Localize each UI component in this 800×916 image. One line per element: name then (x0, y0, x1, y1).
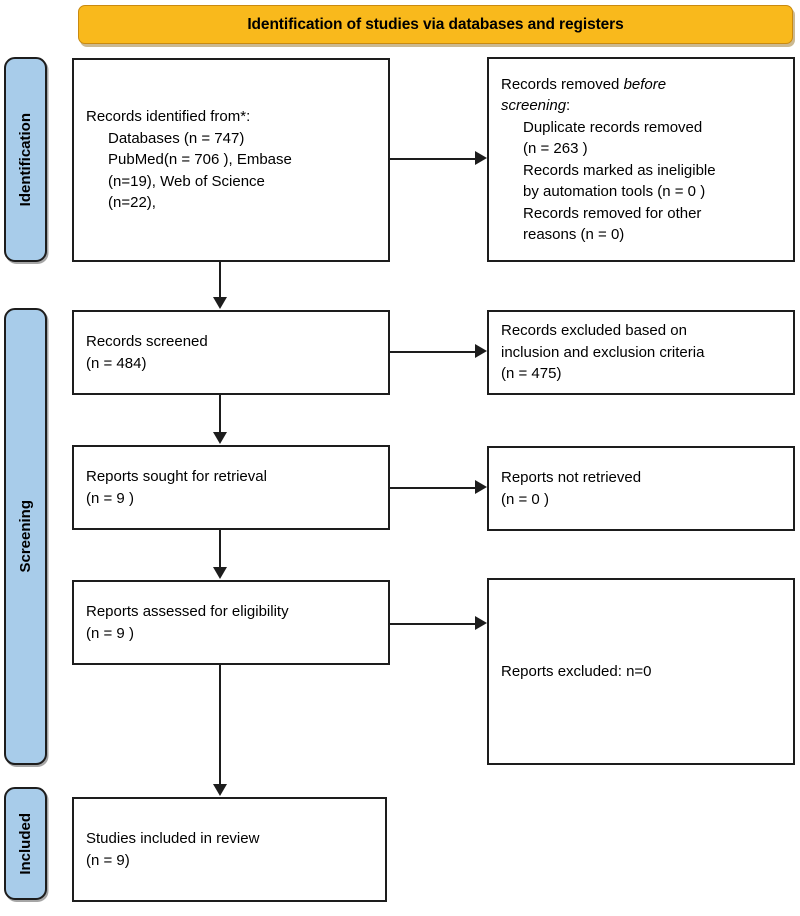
box-reports-assessed-for-eligibility: Reports assessed for eligibility (n = 9 … (72, 580, 390, 665)
box-records-identified-line-4: (n=19), Web of Science (108, 172, 265, 190)
box-records-removed-line-1-prefix: Records removed (501, 75, 624, 93)
box-records-excluded-line-3: (n = 475) (501, 365, 562, 383)
connector-sought-to-not-retrieved-arrow (475, 480, 487, 494)
connector-screened-to-excluded-line (390, 351, 475, 354)
connector-identified-to-screened-arrow (212, 297, 227, 309)
connector-screened-to-sought-arrow (212, 432, 227, 444)
connector-sought-to-not-retrieved-line (390, 487, 475, 490)
stage-label-identification-text: Identification (17, 112, 34, 207)
box-records-screened-line-2: (n = 484) (86, 354, 147, 372)
box-reports-excluded-line-1: Reports excluded: n=0 (501, 662, 652, 680)
box-records-removed-line-3: Duplicate records removed (523, 118, 703, 136)
box-records-removed-line-1: Records removed before (501, 74, 781, 96)
box-records-identified-line-2: Databases (n = 747) (108, 129, 245, 147)
box-records-removed-line-2: screening: (501, 95, 781, 117)
stage-label-screening-text: Screening (17, 500, 34, 573)
diagram-header-title: Identification of studies via databases … (247, 15, 624, 33)
connector-assessed-to-included-line (219, 665, 222, 785)
box-records-excluded: Records excluded based on inclusion and … (487, 310, 795, 395)
connector-screened-to-sought-line (219, 395, 222, 433)
box-records-screened: Records screened (n = 484) (72, 310, 390, 395)
box-reports-not-retrieved: Reports not retrieved (n = 0 ) (487, 446, 795, 531)
box-records-removed-line-2-italic: screening (501, 97, 567, 114)
connector-identified-to-screened-line (219, 262, 222, 298)
box-records-removed-line-8: reasons (n = 0) (523, 226, 625, 243)
connector-assessed-to-included-arrow (212, 784, 227, 796)
connector-identified-to-removed-arrow (475, 151, 487, 165)
box-records-identified-line-5: (n=22), (108, 194, 156, 212)
stage-label-screening: Screening (4, 308, 47, 765)
box-records-removed-line-2-suffix: : (566, 97, 571, 114)
box-reports-not-retrieved-line-1: Reports not retrieved (501, 469, 642, 486)
stage-label-included-text: Included (17, 812, 34, 875)
box-records-excluded-line-1: Records excluded based on (501, 322, 687, 340)
box-records-excluded-line-2: inclusion and exclusion criteria (501, 343, 705, 361)
connector-identified-to-removed-line (390, 158, 475, 161)
connector-assessed-to-reports-excluded-line (390, 623, 475, 626)
connector-assessed-to-reports-excluded-arrow (475, 616, 487, 630)
connector-screened-to-excluded-arrow (475, 344, 487, 358)
box-records-removed-line-1-italic: before (623, 75, 667, 93)
box-reports-sought-line-1: Reports sought for retrieval (86, 468, 267, 485)
box-records-removed-line-6: by automation tools (n = 0 ) (523, 183, 706, 200)
box-records-screened-line-1: Records screened (86, 333, 208, 350)
connector-sought-to-assessed-line (219, 530, 222, 568)
box-studies-included-line-1: Studies included in review (86, 830, 260, 847)
box-records-removed-line-4: (n = 263 ) (523, 140, 588, 157)
box-records-removed-before-screening: Records removed before screening: Duplic… (487, 57, 795, 262)
box-reports-not-retrieved-line-2: (n = 0 ) (501, 490, 549, 508)
box-studies-included-in-review: Studies included in review (n = 9) (72, 797, 387, 902)
box-studies-included-line-2: (n = 9) (86, 851, 130, 869)
connector-sought-to-assessed-arrow (212, 567, 227, 579)
box-reports-sought-line-2: (n = 9 ) (86, 489, 134, 507)
box-records-identified: Records identified from*: Databases (n =… (72, 58, 390, 262)
box-reports-sought-for-retrieval: Reports sought for retrieval (n = 9 ) (72, 445, 390, 530)
box-records-removed-line-5: Records marked as ineligible (523, 161, 716, 179)
box-reports-excluded: Reports excluded: n=0 (487, 578, 795, 765)
box-records-identified-line-1: Records identified from*: (86, 108, 251, 126)
box-reports-assessed-line-2: (n = 9 ) (86, 624, 134, 642)
stage-label-included: Included (4, 787, 47, 900)
diagram-header-banner: Identification of studies via databases … (78, 5, 793, 44)
box-reports-assessed-line-1: Reports assessed for eligibility (86, 603, 289, 620)
box-records-identified-line-3: PubMed(n = 706 ), Embase (108, 151, 292, 169)
stage-label-identification: Identification (4, 57, 47, 262)
box-records-removed-line-7: Records removed for other (523, 204, 702, 222)
